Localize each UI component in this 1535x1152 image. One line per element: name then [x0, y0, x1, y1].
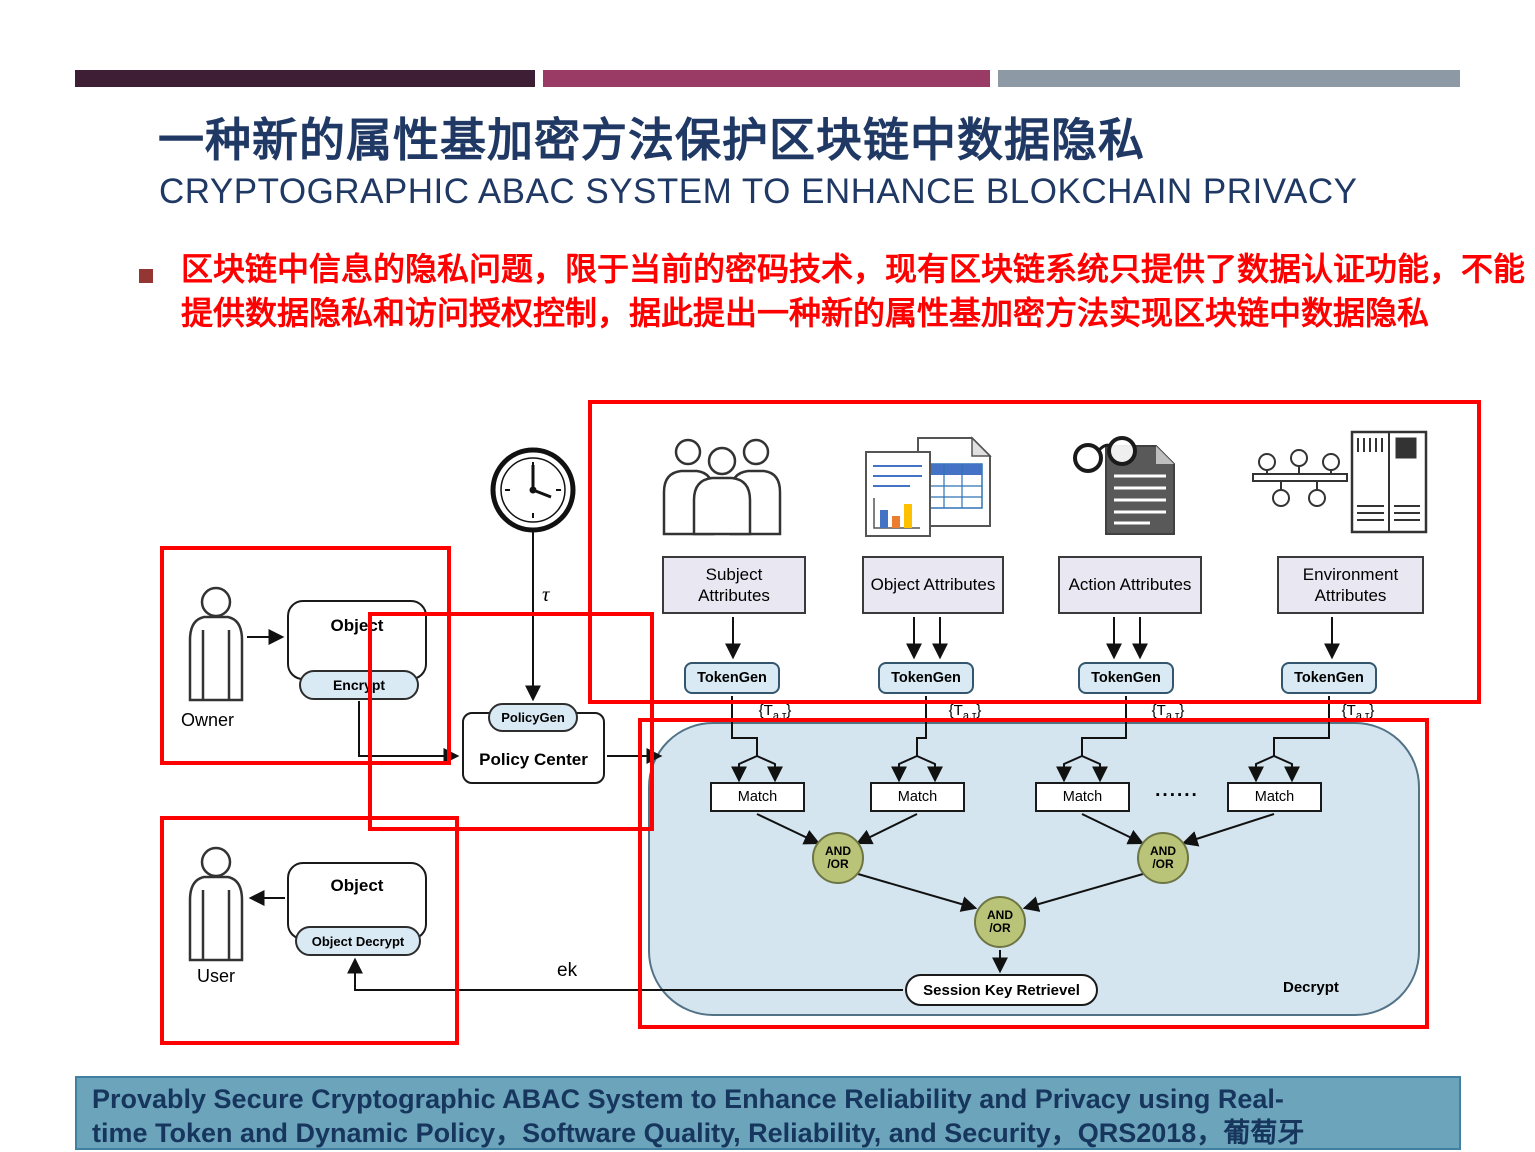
- encrypt-chip: Encrypt: [299, 670, 419, 700]
- ellipsis-label: ......: [1155, 780, 1199, 801]
- attribute-box-action: Action Attributes: [1058, 556, 1202, 614]
- people-icon: [662, 438, 782, 536]
- bullet-text: 区块链中信息的隐私问题，限于当前的密码技术，现有区块链系统只提供了数据认证功能，…: [181, 250, 1526, 332]
- citation-line-1: Provably Secure Cryptographic ABAC Syste…: [92, 1084, 1284, 1114]
- citation-banner: Provably Secure Cryptographic ABAC Syste…: [75, 1076, 1461, 1150]
- andor-circle-1: AND/OR: [812, 832, 864, 884]
- accent-bar-3: [998, 70, 1460, 87]
- glasses-document-icon: [1073, 436, 1175, 535]
- accent-bar-2: [543, 70, 990, 87]
- ek-label: ek: [557, 960, 578, 981]
- clock-icon: [490, 447, 576, 533]
- slide-title-chinese: 一种新的属性基加密方法保护区块链中数据隐私: [158, 113, 1145, 167]
- documents-icon: [865, 436, 992, 537]
- owner-person-icon: [188, 586, 244, 702]
- attribute-box-environment: Environment Attributes: [1277, 556, 1424, 614]
- user-label: User: [197, 966, 236, 986]
- attribute-box-object: Object Attributes: [862, 556, 1004, 614]
- accent-bar-1: [75, 70, 535, 87]
- decrypt-container: [648, 722, 1420, 1016]
- decrypt-label: Decrypt: [1283, 979, 1339, 996]
- tokengen-box-1: TokenGen: [684, 662, 780, 694]
- session-key-box: Session Key Retrievel: [905, 974, 1098, 1006]
- match-box-1: Match: [710, 782, 805, 812]
- tokengen-box-4: TokenGen: [1281, 662, 1377, 694]
- match-box-4: Match: [1227, 782, 1322, 812]
- andor-circle-2: AND/OR: [1137, 832, 1189, 884]
- slide-title-english: CRYPTOGRAPHIC ABAC SYSTEM TO ENHANCE BLO…: [159, 172, 1358, 211]
- user-person-icon: [188, 846, 244, 962]
- token-label-3: {Ta,τ}: [1151, 702, 1185, 722]
- bullet-marker: [139, 269, 153, 283]
- environment-icon: [1252, 430, 1428, 534]
- token-label-4: {Ta,τ}: [1341, 702, 1375, 722]
- owner-label: Owner: [181, 710, 235, 730]
- owner-object-box: Object: [287, 600, 427, 680]
- attribute-box-subject: Subject Attributes: [662, 556, 806, 614]
- andor-circle-center: AND/OR: [974, 896, 1026, 948]
- citation-line-2: time Token and Dynamic Policy，Software Q…: [92, 1117, 1305, 1148]
- object-decrypt-chip: Object Decrypt: [295, 926, 421, 956]
- token-label-2: {Ta,τ}: [948, 702, 982, 722]
- tau-label: τ: [542, 582, 550, 606]
- tokengen-box-3: TokenGen: [1078, 662, 1174, 694]
- token-label-1: {Ta,τ}: [758, 702, 792, 722]
- match-box-2: Match: [870, 782, 965, 812]
- match-box-3: Match: [1035, 782, 1130, 812]
- policygen-chip: PolicyGen: [488, 703, 578, 732]
- highlight-box-attributes: [588, 400, 1481, 704]
- tokengen-box-2: TokenGen: [878, 662, 974, 694]
